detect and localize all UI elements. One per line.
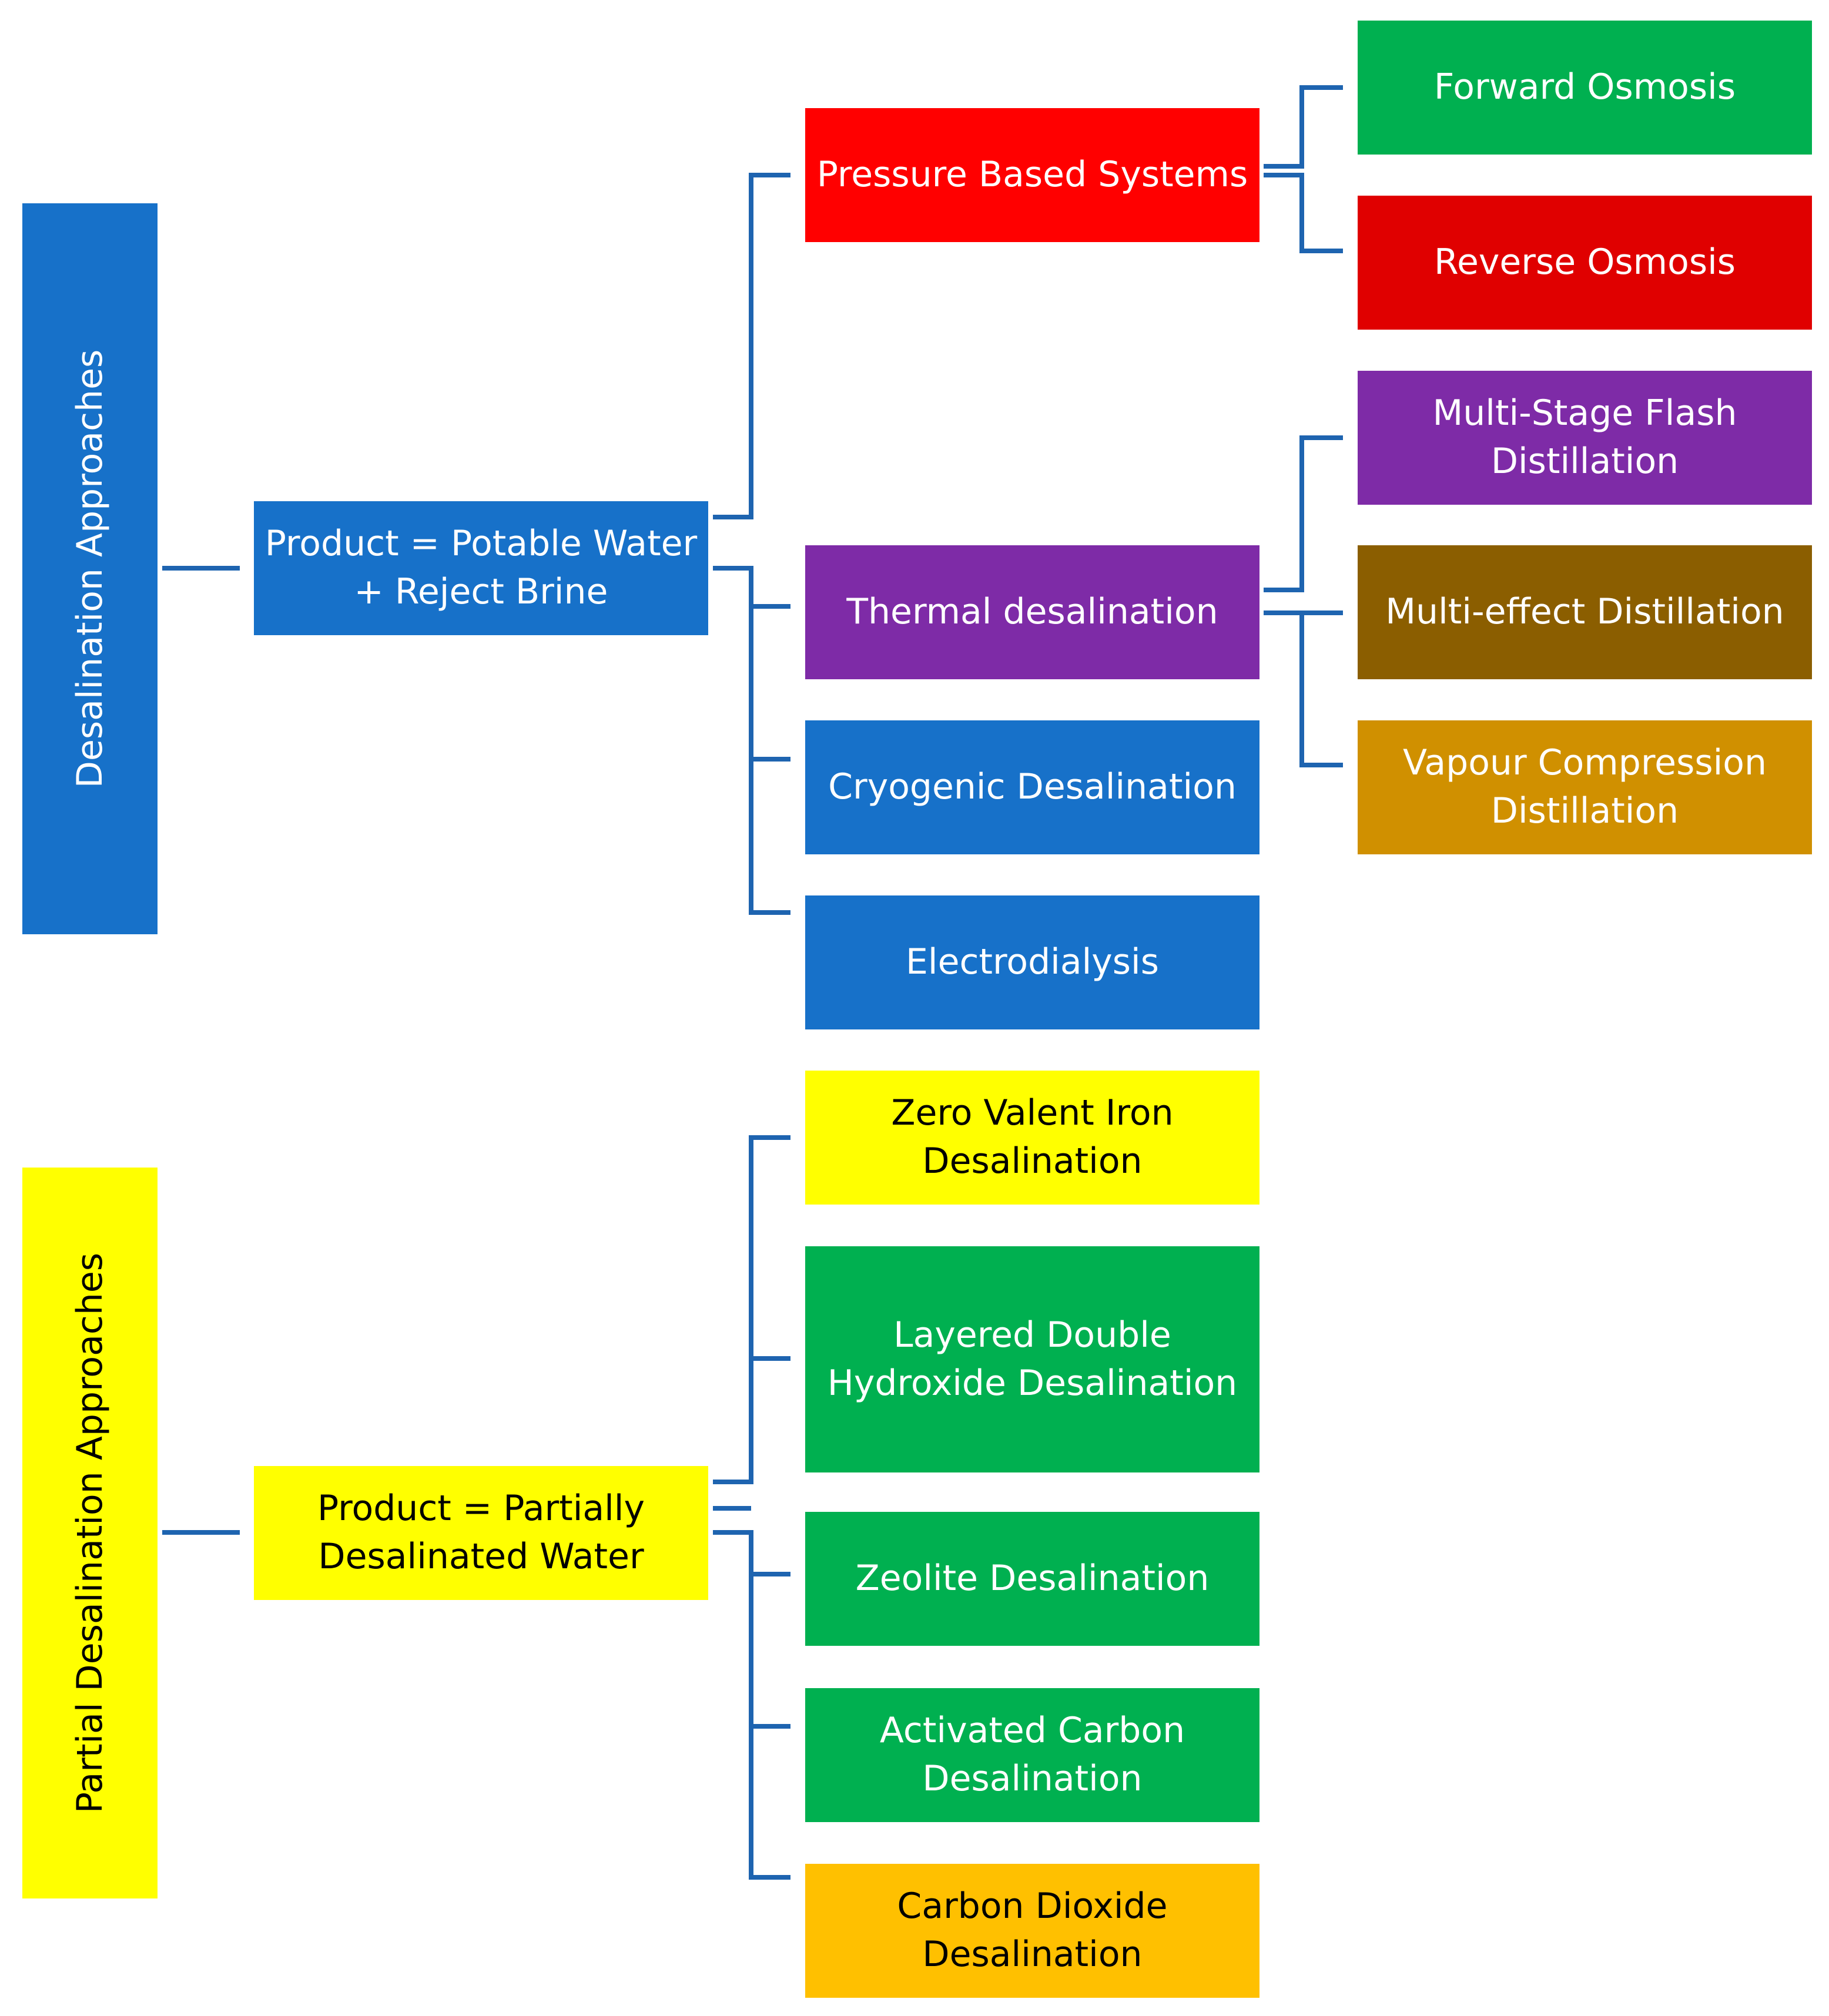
method-vapour-compression: Vapour Compression Distillation <box>1358 720 1812 854</box>
category-thermal-desalination: Thermal desalination <box>805 545 1259 679</box>
category-layered-double-hydroxide: Layered Double Hydroxide Desalination <box>805 1246 1259 1472</box>
connector-pressure-to-fo <box>1264 85 1343 169</box>
connector-pressure-to-ro <box>1264 173 1343 253</box>
product-partially-desalinated-box: Product = Partially Desalinated Water <box>254 1466 708 1600</box>
category-zero-valent-iron: Zero Valent Iron Desalination <box>805 1071 1259 1205</box>
method-multi-stage-flash: Multi-Stage Flash Distillation <box>1358 371 1812 505</box>
category-carbon-dioxide: Carbon Dioxide Desalination <box>805 1864 1259 1998</box>
connector-partial-to-zeo-ac-co2 <box>713 1530 790 1880</box>
category-activated-carbon: Activated Carbon Desalination <box>805 1688 1259 1822</box>
product-potable-water-box: Product = Potable Water + Reject Brine <box>254 501 708 635</box>
category-pressure-based-systems: Pressure Based Systems <box>805 108 1259 242</box>
root-desalination-label: Desalination Approaches <box>69 349 110 789</box>
root-desalination-approaches: Desalination Approaches <box>22 203 158 934</box>
category-electrodialysis: Electrodialysis <box>805 895 1259 1029</box>
category-zeolite: Zeolite Desalination <box>805 1512 1259 1646</box>
root-partial-desalination-approaches: Partial Desalination Approaches <box>22 1168 158 1898</box>
root-partial-label: Partial Desalination Approaches <box>69 1252 110 1814</box>
connector-potable-to-thermal-cryo-electro <box>713 566 790 915</box>
method-multi-effect-distillation: Multi-effect Distillation <box>1358 545 1812 679</box>
connector-thermal-to-med-vcd <box>1264 610 1343 767</box>
connector-partial-to-zvi-ldh <box>713 1135 790 1484</box>
category-cryogenic-desalination: Cryogenic Desalination <box>805 720 1259 854</box>
connector-thermal-to-msf <box>1264 435 1343 592</box>
method-forward-osmosis: Forward Osmosis <box>1358 21 1812 155</box>
connector-potable-to-pressure <box>713 173 790 519</box>
method-reverse-osmosis: Reverse Osmosis <box>1358 196 1812 330</box>
